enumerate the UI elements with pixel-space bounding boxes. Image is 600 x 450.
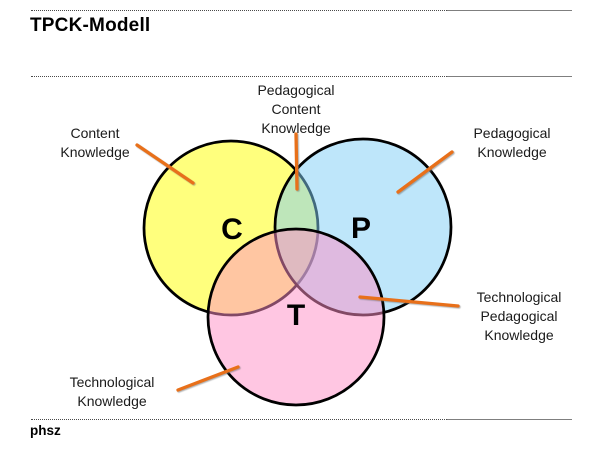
divider-dotted-segment: [31, 419, 447, 421]
callout-lines: [135, 132, 460, 392]
footer-logo: phsz: [30, 423, 61, 438]
callout-line-technological: [176, 365, 240, 392]
label-line: Knowledge: [477, 144, 547, 160]
callout-line-technological-pedagogical: [358, 295, 460, 308]
divider-dotted-segment: [31, 10, 447, 12]
letter-c: C: [221, 213, 243, 246]
divider-solid-segment: [447, 76, 572, 78]
divider-solid-segment: [447, 10, 572, 12]
slide-title: TPCK-Modell: [30, 15, 151, 36]
label-line: Technological: [476, 289, 562, 305]
divider-header: [31, 76, 572, 78]
letter-p: P: [351, 212, 371, 245]
label-line: Knowledge: [484, 327, 554, 343]
callout-line-pedagogical: [396, 150, 454, 194]
divider-dotted-segment: [31, 76, 447, 78]
divider-top: [31, 10, 572, 12]
divider-footer: [31, 419, 572, 421]
label-line: Pedagogical: [480, 308, 558, 324]
label-pedagogical-knowledge: Pedagogical Knowledge: [450, 124, 574, 162]
callout-line-content: [135, 143, 195, 185]
label-line: Knowledge: [60, 144, 130, 160]
callout-line-pedagogical-content: [294, 132, 299, 191]
label-line: Content: [70, 125, 120, 141]
letter-t: T: [287, 299, 305, 332]
label-pedagogical-content-knowledge: Pedagogical Content Knowledge: [226, 81, 366, 138]
label-line: Pedagogical: [473, 125, 551, 141]
label-line: Content: [271, 101, 321, 117]
circle-technological-knowledge: [206, 227, 386, 407]
label-line: Pedagogical: [257, 82, 335, 98]
label-line: Knowledge: [261, 120, 331, 136]
label-line: Knowledge: [77, 393, 147, 409]
label-content-knowledge: Content Knowledge: [30, 124, 160, 162]
label-technological-knowledge: Technological Knowledge: [42, 373, 182, 411]
divider-solid-segment: [447, 419, 572, 421]
label-line: Technological: [69, 374, 155, 390]
label-technological-pedagogical-knowledge: Technological Pedagogical Knowledge: [449, 288, 589, 345]
